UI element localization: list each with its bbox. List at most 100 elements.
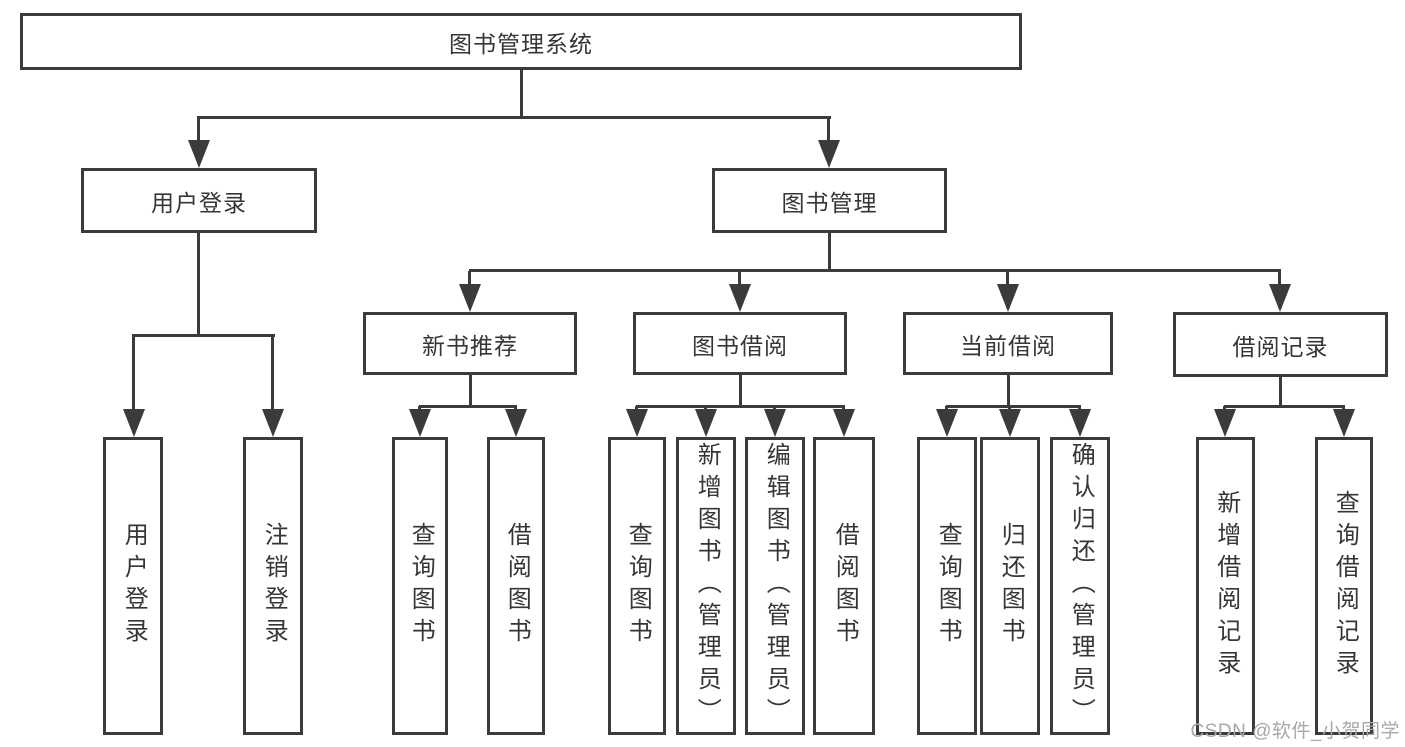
arrow-shaft xyxy=(197,118,200,142)
arrow-shaft xyxy=(842,406,845,411)
node-label: 借阅记录 xyxy=(1232,333,1329,360)
node-confirm-return-admin: 确认归还（管理员） xyxy=(1050,437,1110,735)
node-label: 用户登录 xyxy=(120,522,148,650)
arrow-shaft xyxy=(1078,406,1081,411)
arrow-down xyxy=(626,406,648,437)
arrow-down xyxy=(505,406,527,437)
arrow-down xyxy=(1214,406,1236,437)
arrow-shaft xyxy=(945,406,948,411)
node-login: 用户登录 xyxy=(103,437,163,735)
arrow-down xyxy=(262,336,284,437)
node-label: 当前借阅 xyxy=(960,332,1056,359)
arrow-down xyxy=(997,271,1019,312)
node-label: 查询借阅记录 xyxy=(1331,490,1359,682)
connector-hline xyxy=(419,405,517,408)
node-root: 图书管理系统 xyxy=(20,13,1022,70)
node-label: 查询图书 xyxy=(934,522,962,650)
arrow-head-icon xyxy=(833,409,855,437)
arrow-head-icon xyxy=(626,409,648,437)
node-edit-book-admin: 编辑图书（管理员） xyxy=(745,437,805,735)
node-label: 编辑图书（管理员） xyxy=(762,442,790,730)
arrow-shaft xyxy=(468,271,471,286)
node-query-book-3: 查询图书 xyxy=(917,437,977,735)
arrow-head-icon xyxy=(764,409,786,437)
arrow-down xyxy=(123,336,145,437)
node-label: 图书管理 xyxy=(781,189,878,216)
connector-vline xyxy=(1278,375,1282,407)
node-query-book-1: 查询图书 xyxy=(392,437,448,735)
arrow-down xyxy=(999,406,1021,437)
arrow-head-icon xyxy=(818,140,840,168)
connector-hline xyxy=(1224,405,1345,408)
arrow-down xyxy=(459,271,481,312)
node-add-borrow-record: 新增借阅记录 xyxy=(1196,437,1255,735)
node-borrow-records: 借阅记录 xyxy=(1173,312,1388,377)
node-label: 图书管理系统 xyxy=(449,30,593,57)
arrow-down xyxy=(695,406,717,437)
arrow-shaft xyxy=(738,271,741,286)
node-label: 新增图书（管理员） xyxy=(693,442,721,730)
arrow-head-icon xyxy=(695,409,717,437)
arrow-head-icon xyxy=(409,409,431,437)
arrow-shaft xyxy=(1223,406,1226,411)
arrow-head-icon xyxy=(262,409,284,437)
arrow-shaft xyxy=(773,406,776,411)
arrow-down xyxy=(188,118,210,168)
node-logout: 注销登录 xyxy=(243,437,303,735)
node-label: 注销登录 xyxy=(260,522,288,650)
arrow-shaft xyxy=(827,118,830,142)
connector-vline xyxy=(468,375,472,407)
arrow-head-icon xyxy=(123,409,145,437)
node-add-book-admin: 新增图书（管理员） xyxy=(676,437,736,735)
node-label: 用户登录 xyxy=(151,189,247,216)
arrow-down xyxy=(409,406,431,437)
node-query-book-2: 查询图书 xyxy=(608,437,666,735)
arrow-shaft xyxy=(418,406,421,411)
arrow-shaft xyxy=(271,336,274,411)
node-new-book-recommend: 新书推荐 xyxy=(363,312,577,375)
arrow-down xyxy=(764,406,786,437)
arrow-head-icon xyxy=(1069,409,1091,437)
node-book-borrow: 图书借阅 xyxy=(633,312,847,375)
arrow-shaft xyxy=(1342,406,1345,411)
node-label: 借阅图书 xyxy=(503,522,531,650)
arrow-shaft xyxy=(1278,271,1281,286)
arrow-down xyxy=(729,271,751,312)
arrow-shaft xyxy=(514,406,517,411)
watermark: CSDN @软件_小贺同学 xyxy=(1190,721,1400,742)
arrow-shaft xyxy=(132,336,135,411)
connector-hline xyxy=(197,116,831,119)
node-label: 新增借阅记录 xyxy=(1212,490,1240,682)
arrow-head-icon xyxy=(729,284,751,312)
connector-hline xyxy=(636,405,845,408)
arrow-head-icon xyxy=(1214,409,1236,437)
arrow-shaft xyxy=(704,406,707,411)
node-label: 图书借阅 xyxy=(692,332,788,359)
arrow-head-icon xyxy=(459,284,481,312)
node-label: 查询图书 xyxy=(407,522,435,650)
arrow-shaft xyxy=(1006,271,1009,286)
node-current-borrow: 当前借阅 xyxy=(903,312,1113,375)
node-borrow-book-2: 借阅图书 xyxy=(813,437,875,735)
arrow-down xyxy=(1269,271,1291,312)
node-borrow-book-1: 借阅图书 xyxy=(487,437,545,735)
arrow-head-icon xyxy=(999,409,1021,437)
node-label: 查询图书 xyxy=(624,522,652,650)
arrow-down xyxy=(818,118,840,168)
node-query-borrow-record: 查询借阅记录 xyxy=(1315,437,1373,735)
arrow-shaft xyxy=(635,406,638,411)
connector-vline xyxy=(827,233,831,272)
node-user-login: 用户登录 xyxy=(81,168,317,233)
node-book-mgmt: 图书管理 xyxy=(712,168,947,233)
arrow-head-icon xyxy=(188,140,210,168)
arrow-head-icon xyxy=(1269,284,1291,312)
arrow-down xyxy=(833,406,855,437)
node-label: 借阅图书 xyxy=(831,522,859,650)
node-return-book: 归还图书 xyxy=(980,437,1040,735)
node-label: 归还图书 xyxy=(997,522,1025,650)
arrow-head-icon xyxy=(997,284,1019,312)
connector-vline xyxy=(196,233,200,337)
arrow-head-icon xyxy=(1333,409,1355,437)
connector-hline xyxy=(946,405,1081,408)
